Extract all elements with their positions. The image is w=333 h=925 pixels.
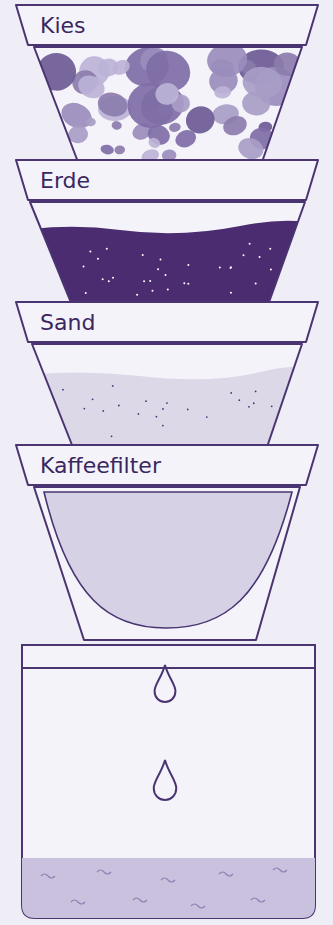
layer-rim: Kaffeefilter (14, 443, 320, 487)
water-drop (154, 760, 177, 800)
layer-rim: Kies (14, 3, 320, 47)
pot-body (34, 40, 303, 165)
pot-body (0, 344, 333, 460)
layer-rim: Erde (14, 158, 320, 202)
layer-label: Kies (40, 14, 86, 38)
water-drop (155, 665, 176, 702)
layer-label: Erde (40, 169, 90, 193)
collecting-jar (20, 645, 320, 925)
layer-rim: Sand (14, 300, 320, 344)
layer-label: Kaffeefilter (40, 454, 161, 478)
layer-label: Sand (40, 311, 95, 335)
pot-body (34, 487, 300, 640)
